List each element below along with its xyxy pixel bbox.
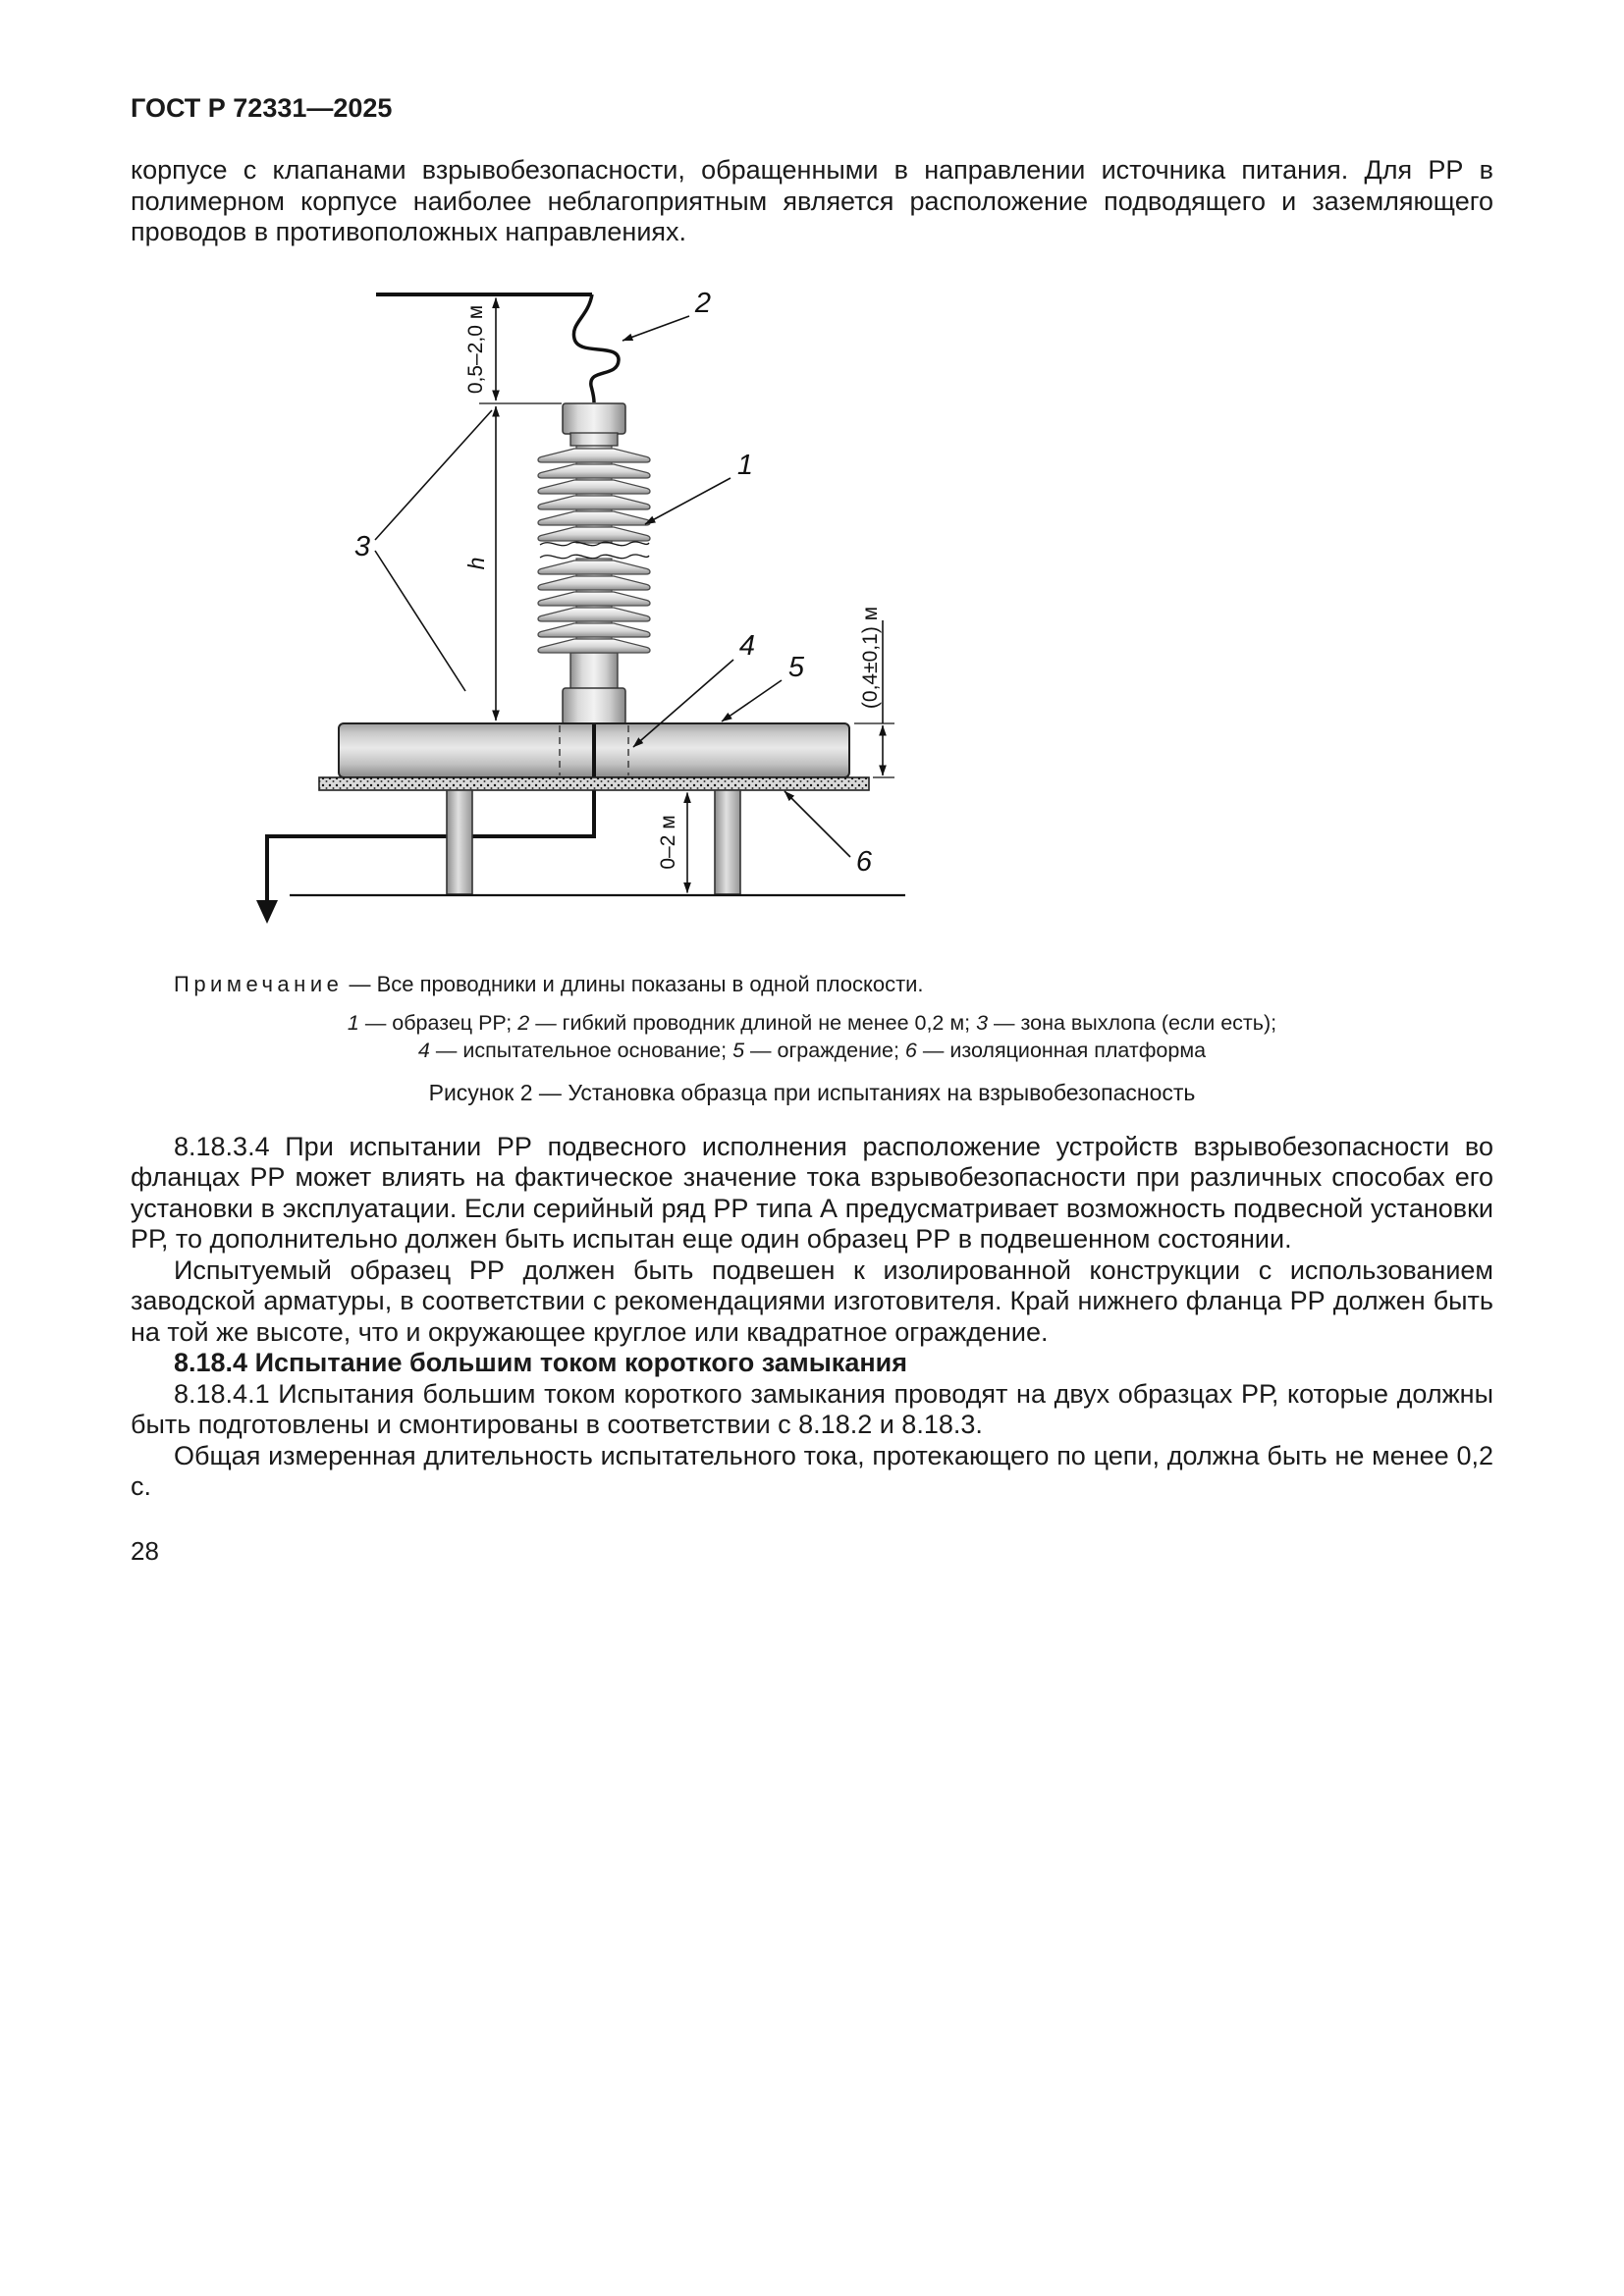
para-8-18-3-4: 8.18.3.4 При испытании РР подвесного исп… (131, 1131, 1493, 1255)
callout-1: 1 (737, 450, 753, 481)
note-text: — Все проводники и длины показаны в одно… (343, 971, 924, 996)
legend-text-4: — испытательное основание; (429, 1038, 733, 1062)
flexible-conductor (571, 294, 621, 402)
legend-text-3: — зона выхлопа (если есть); (988, 1010, 1277, 1035)
callout-5: 5 (788, 652, 805, 683)
leader-2 (622, 314, 690, 342)
para-suspended-sample: Испытуемый образец РР должен быть подвеш… (131, 1255, 1493, 1347)
page-number: 28 (131, 1535, 159, 1566)
leg-left (446, 788, 473, 895)
leader-3-lower (374, 550, 466, 691)
callout-4: 4 (739, 630, 755, 662)
callout-6: 6 (856, 846, 873, 878)
bottom-flange (562, 686, 626, 725)
top-fitting (562, 401, 626, 435)
leader-6 (784, 789, 851, 858)
legend-num-4: 4 (417, 1038, 430, 1062)
leader-3-upper (374, 408, 493, 541)
break-line-bottom (539, 553, 650, 559)
legend-num-2: 2 (517, 1010, 530, 1035)
insulating-platform (318, 775, 870, 791)
figure-note: Примечание — Все проводники и длины пока… (131, 971, 1493, 997)
dim-legs-label: 0–2 м (657, 815, 679, 869)
earth-terminal-icon (256, 899, 278, 924)
legend-num-5: 5 (732, 1038, 745, 1062)
legend-text-2: — гибкий проводник длиной не менее 0,2 м… (529, 1010, 977, 1035)
intro-paragraph: корпусе с клапанами взрывобезопасности, … (131, 155, 1493, 246)
figure-2-drawing: 0,5–2,0 м h (256, 288, 905, 924)
legend-num-6: 6 (904, 1038, 917, 1062)
dim-base-label: (0,4±0,1) м (859, 606, 882, 708)
leader-4 (632, 658, 734, 748)
para-current-duration: Общая измеренная длительность испытатель… (131, 1440, 1493, 1502)
figure-legend: 1 — образец РР; 2 — гибкий проводник дли… (131, 1009, 1493, 1064)
arrester-sample (537, 401, 651, 725)
legend-num-3: 3 (976, 1010, 989, 1035)
dim-height-label: h (463, 557, 489, 569)
dim-wire-label: 0,5–2,0 м (464, 304, 487, 393)
para-8-18-4-1: 8.18.4.1 Испытания большим током коротко… (131, 1378, 1493, 1440)
standard-number-header: ГОСТ Р 72331—2025 (131, 93, 393, 123)
legend-text-1: — образец РР; (358, 1010, 518, 1035)
note-label: Примечание (174, 971, 344, 996)
heading-8-18-4: 8.18.4 Испытание большим током короткого… (174, 1348, 907, 1377)
legend-text-5: — ограждение; (744, 1038, 905, 1062)
callout-2: 2 (694, 288, 711, 319)
callout-3: 3 (354, 531, 370, 562)
leader-5 (721, 678, 783, 722)
leg-right (714, 788, 741, 895)
legend-num-1: 1 (347, 1010, 359, 1035)
legend-text-6: — изоляционная платформа (916, 1038, 1207, 1062)
figure-caption: Рисунок 2 — Установка образца при испыта… (428, 1079, 1196, 1105)
break-line-top (539, 540, 650, 546)
leader-1 (644, 476, 731, 525)
figure-2-area: 0,5–2,0 м h (131, 282, 1493, 951)
